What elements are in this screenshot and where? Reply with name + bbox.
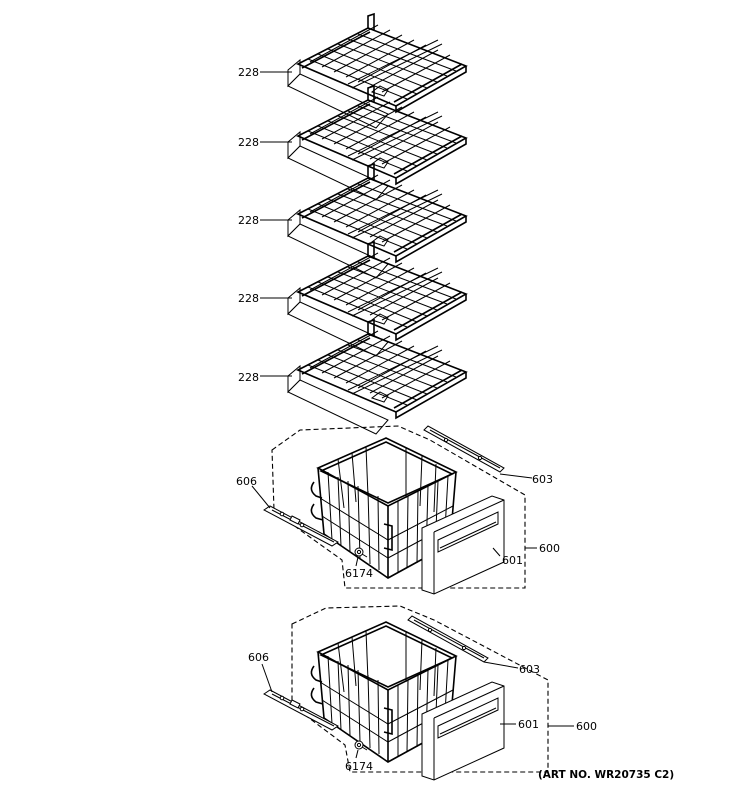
drawer-upper-rail-leader [499, 473, 533, 479]
drawer-upper: 606 6174 603 601 600 [236, 425, 560, 595]
drawer-upper-slide [263, 505, 339, 547]
drawer-lower-rail-leader [483, 661, 519, 669]
drawer-upper-slide-label: 606 [236, 475, 257, 488]
drawer-lower-front-label: 601 [518, 718, 539, 731]
shelf-5-label: 228 [238, 371, 259, 384]
drawer-upper-assembly-label: 600 [539, 542, 560, 555]
drawer-lower-slide-leader [261, 663, 273, 693]
shelf-2-label: 228 [238, 136, 259, 149]
drawer-lower-assembly-label: 600 [576, 720, 597, 733]
drawer-lower: 606 6174 603 601 600 [248, 605, 597, 781]
shelf-2: 228 [238, 85, 467, 201]
shelf-1-label: 228 [238, 66, 259, 79]
drawer-lower-slide-label: 606 [248, 651, 269, 664]
drawer-upper-screw [354, 547, 368, 558]
drawer-upper-slide-leader [251, 485, 271, 509]
drawer-lower-rail-label: 603 [519, 663, 540, 676]
drawer-lower-screw-label: 6174 [345, 760, 373, 773]
drawer-upper-front-leader [492, 547, 501, 557]
art-number: (ART NO. WR20735 C2) [538, 769, 674, 781]
shelf-4-label: 228 [238, 292, 259, 305]
drawer-upper-rail-label: 603 [532, 473, 553, 486]
shelf-4: 228 [238, 241, 467, 357]
drawer-upper-screw-leader [355, 556, 359, 567]
drawer-lower-slide [263, 689, 339, 731]
drawer-upper-screw-label: 6174 [345, 567, 373, 580]
shelf-5: 228 [238, 319, 467, 435]
drawer-lower-screw-leader [355, 749, 359, 759]
drawer-upper-front-label: 601 [502, 554, 523, 567]
shelf-3-label: 228 [238, 214, 259, 227]
shelf-3: 228 [238, 163, 467, 279]
drawer-lower-front [421, 681, 505, 781]
shelf-1: 228 [238, 13, 467, 129]
